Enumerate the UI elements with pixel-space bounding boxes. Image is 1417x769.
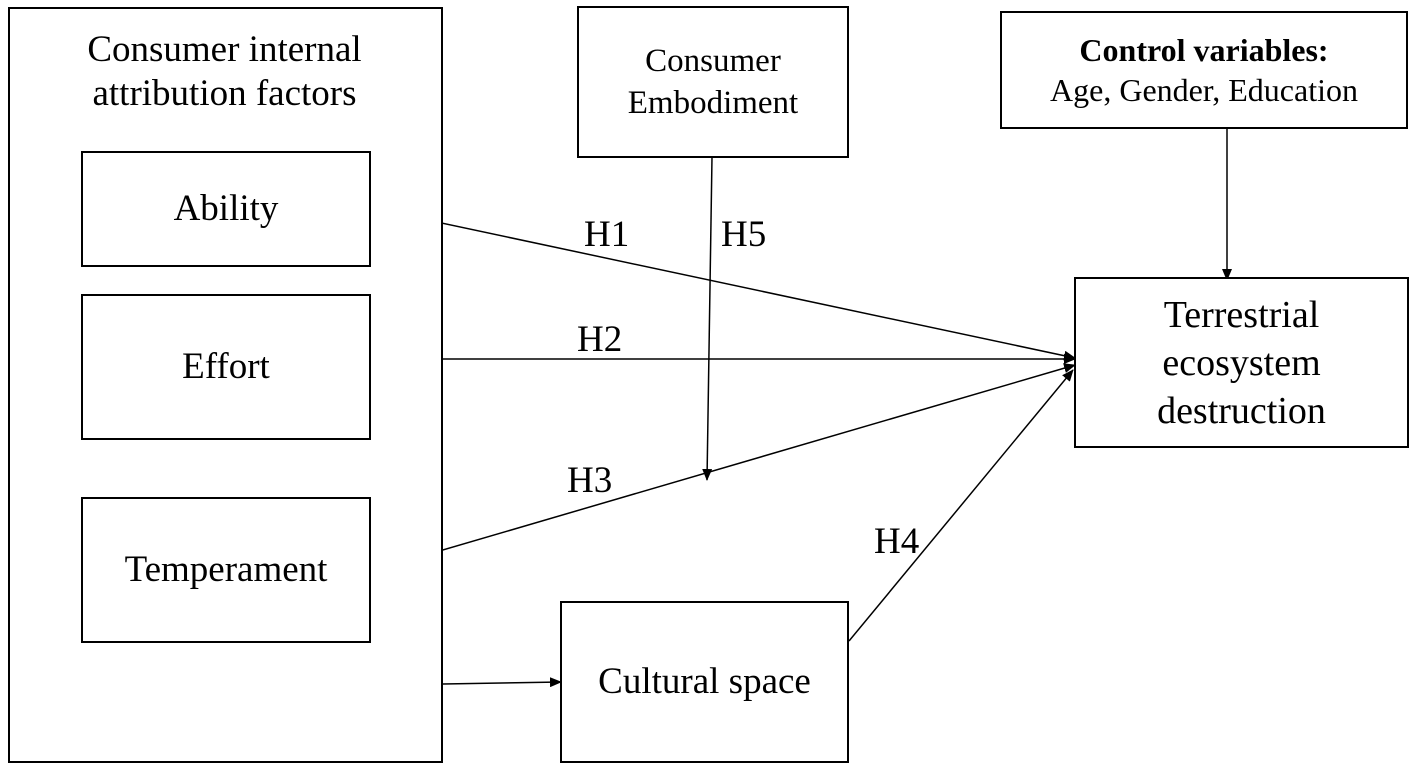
outcome-line1: Terrestrial <box>1163 293 1320 336</box>
control-variables-title: Control variables: <box>1079 32 1329 68</box>
hypothesis-h4-label: H4 <box>874 521 920 562</box>
factor-temperament-box: Temperament <box>81 497 371 643</box>
hypothesis-h5-label: H5 <box>721 214 767 255</box>
embodiment-line2: Embodiment <box>627 85 799 121</box>
embodiment-line1: Consumer <box>645 43 781 79</box>
hypothesis-h1-label: H1 <box>584 214 630 255</box>
embodiment-box: Consumer Embodiment <box>577 6 849 158</box>
outcome-line3: destruction <box>1157 389 1326 432</box>
h3-arrow <box>370 363 1076 572</box>
hypothesis-h3-label: H3 <box>567 460 613 501</box>
cultural-space-arrow <box>442 677 562 688</box>
outcome-line2: ecosystem <box>1162 341 1321 384</box>
h4-arrow <box>848 369 1074 642</box>
factor-ability-box: Ability <box>81 151 371 267</box>
outcome-box: Terrestrial ecosystem destruction <box>1074 277 1409 448</box>
h5-arrow <box>702 156 713 481</box>
control-variables-items: Age, Gender, Education <box>1050 72 1358 108</box>
factor-ability-label: Ability <box>173 188 279 229</box>
cultural-space-box: Cultural space <box>560 601 849 763</box>
control-variables-box: Control variables: Age, Gender, Educatio… <box>1000 11 1408 129</box>
factor-effort-box: Effort <box>81 294 371 440</box>
attribution-title-line1: Consumer internal <box>87 29 362 70</box>
factor-temperament-label: Temperament <box>124 549 328 590</box>
factor-effort-label: Effort <box>182 346 270 387</box>
cultural-space-label: Cultural space <box>598 661 811 702</box>
attribution-group-title: Consumer internal attribution factors <box>8 28 441 116</box>
hypothesis-h2-label: H2 <box>577 319 623 360</box>
attribution-title-line2: attribution factors <box>92 73 357 114</box>
